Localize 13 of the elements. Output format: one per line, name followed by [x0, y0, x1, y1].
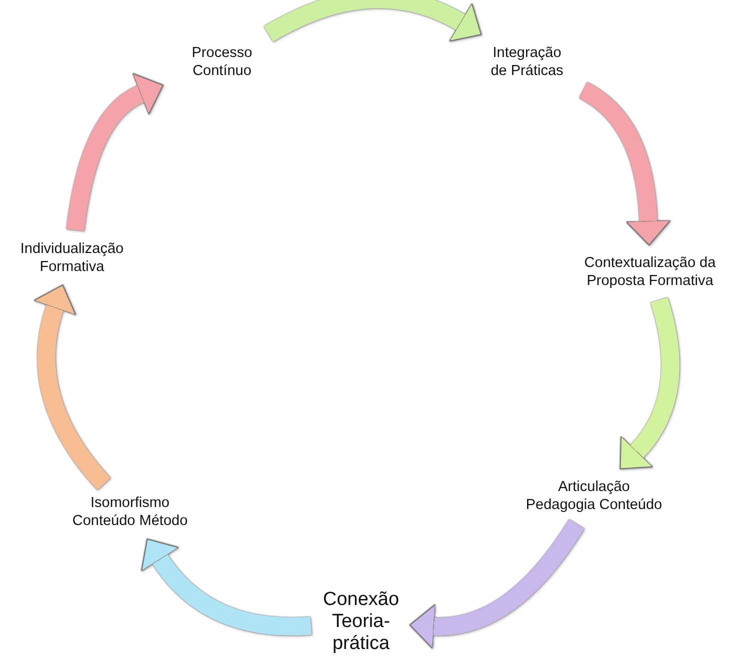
- curved-arrow: [142, 539, 312, 636]
- step-label: Integração de Práticas: [462, 44, 592, 80]
- step-label: Individualização Formativa: [0, 240, 147, 276]
- step-label: Articulação Pedagogia Conteúdo: [494, 478, 694, 514]
- step-label: Contextualização da Proposta Formativa: [560, 254, 740, 290]
- step-label: Processo Contínuo: [172, 44, 272, 80]
- curved-arrow: [33, 284, 111, 490]
- curved-arrow: [264, 0, 482, 42]
- curved-arrow: [409, 519, 584, 649]
- step-label: Isomorfismo Conteúdo Método: [45, 494, 215, 530]
- curved-arrow: [620, 297, 680, 470]
- step-label: Conexão Teoria-prática: [321, 589, 401, 655]
- curved-arrow: [66, 74, 163, 232]
